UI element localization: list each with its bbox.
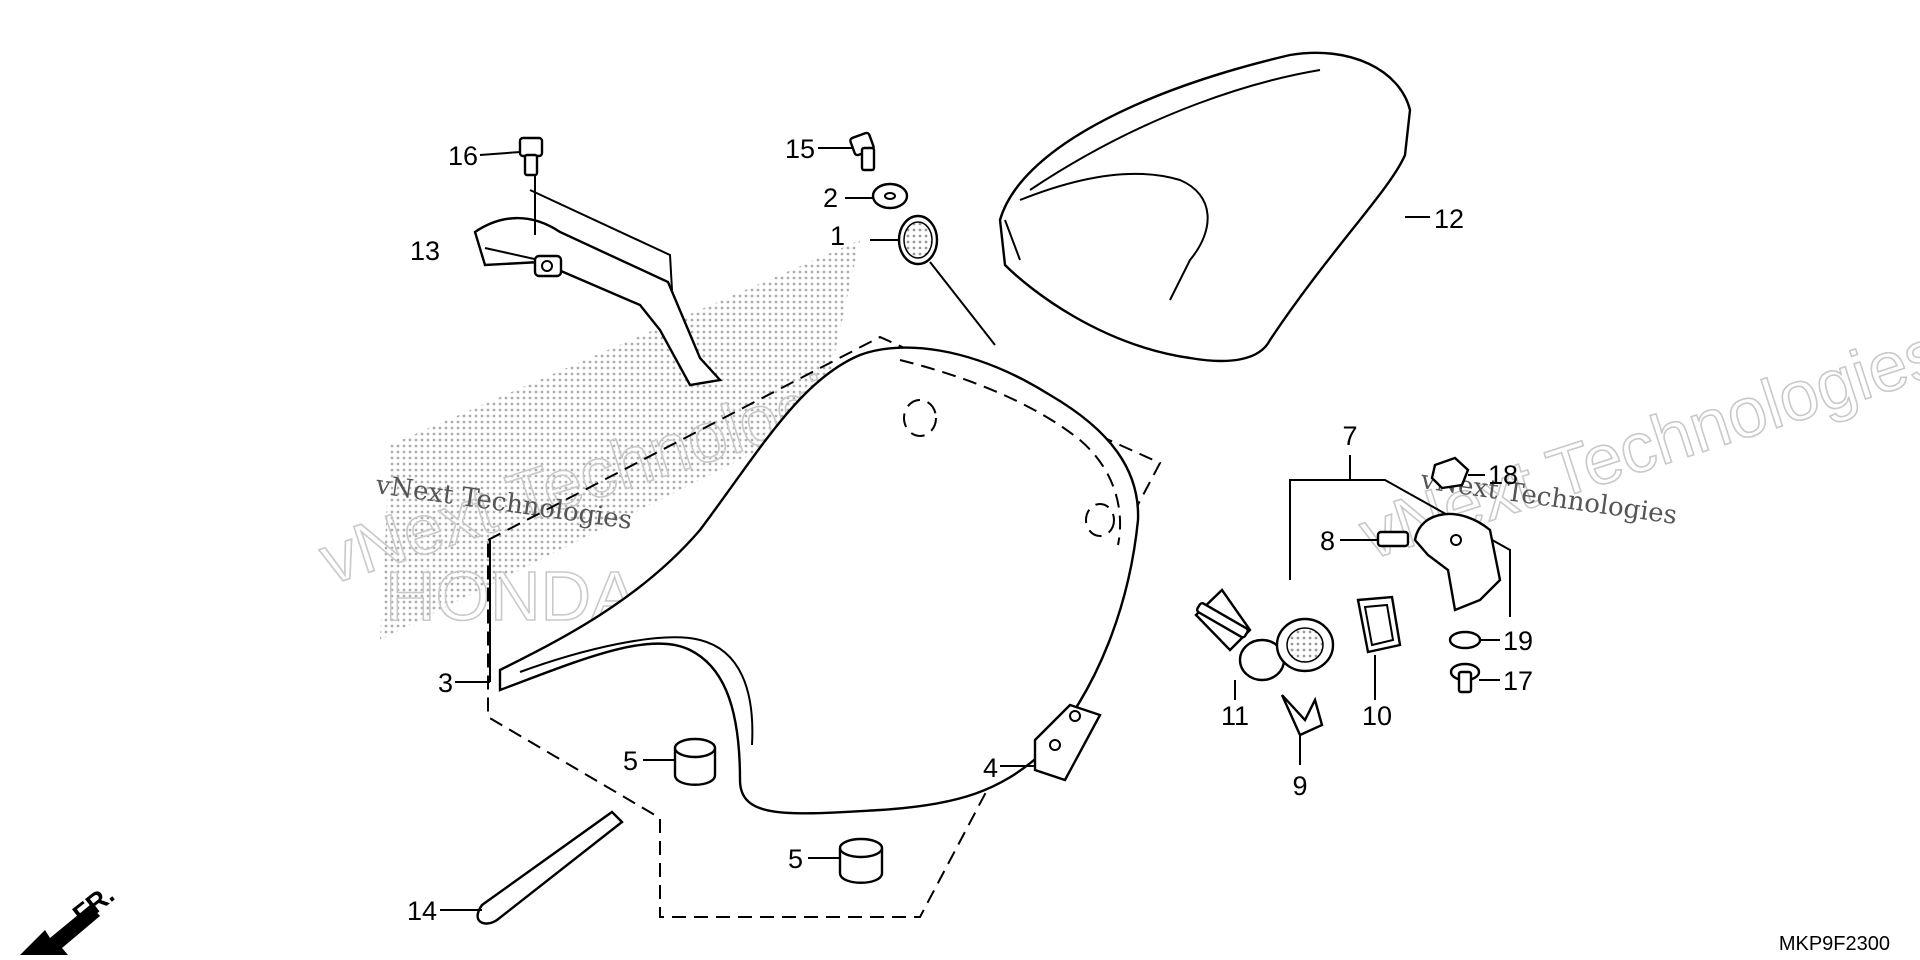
callout-10: 10 <box>1362 701 1392 731</box>
part-5b-cushion <box>808 837 884 884</box>
part-11-key-cylinder <box>1194 588 1335 700</box>
callout-17: 17 <box>1503 666 1533 696</box>
part-7-lock-assembly <box>1289 455 1511 617</box>
front-direction-arrow-icon: FR. <box>20 879 120 955</box>
callout-9: 9 <box>1292 771 1307 801</box>
callout-1: 1 <box>830 221 845 251</box>
part-10-plate <box>1356 595 1402 700</box>
callout-16: 16 <box>448 141 478 171</box>
part-13-grab-rail <box>473 175 723 387</box>
part-12-seat-cowl <box>998 51 1430 363</box>
part-14-strap <box>440 810 624 925</box>
part-17-bolt <box>1449 662 1500 694</box>
part-15-bolt <box>818 131 876 172</box>
callout-4: 4 <box>983 753 998 783</box>
callout-7: 7 <box>1342 421 1357 451</box>
callout-3: 3 <box>438 668 453 698</box>
callout-2: 2 <box>823 183 838 213</box>
part-3-main-seat <box>455 335 1162 918</box>
callout-12: 12 <box>1434 204 1464 234</box>
callout-5a: 5 <box>623 746 638 776</box>
part-9-clip <box>1280 694 1324 765</box>
part-19-washer <box>1448 630 1500 650</box>
callout-labels: 1 2 3 4 5 5 7 8 9 10 11 12 13 14 15 16 1… <box>407 134 1533 926</box>
callout-14: 14 <box>407 896 437 926</box>
part-2-washer <box>845 182 909 210</box>
part-4-bracket <box>1000 703 1102 782</box>
part-16-bolt <box>479 136 544 177</box>
callout-18: 18 <box>1488 460 1518 490</box>
callout-8: 8 <box>1320 526 1335 556</box>
part-18-nut <box>1430 456 1485 490</box>
callout-5b: 5 <box>788 844 803 874</box>
callout-15: 15 <box>785 134 815 164</box>
callout-13: 13 <box>410 236 440 266</box>
part-1-grommet <box>870 214 996 346</box>
callout-11: 11 <box>1221 701 1249 731</box>
part-5a-cushion <box>643 737 717 786</box>
callout-19: 19 <box>1503 626 1533 656</box>
diagram-code: MKP9F2300 <box>1779 933 1890 955</box>
